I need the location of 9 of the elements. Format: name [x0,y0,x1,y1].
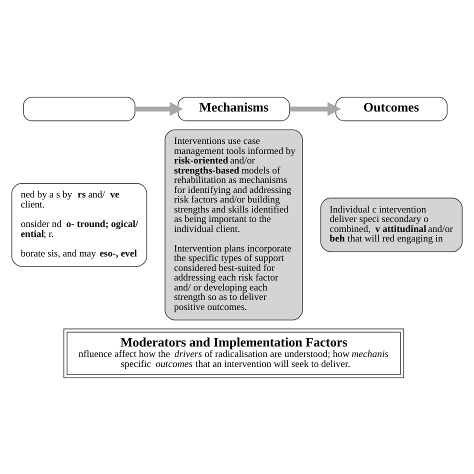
arrow [135,102,184,116]
arrow [290,102,341,116]
node-box: Individual c intervention deliver speci secondary o combined, v attitudinal and/or beh that will red engaging in [320,197,463,252]
node-box: Interventions use case management tools informed by risk-oriented and/or strengths-based models of rehabilitation as mechanisms for identifying and addressing risk factors and/or building strengths and skills identified as being important to the individual client. Intervention plans incorporate the specific types of support considered best-suited for addressing each risk factor and/ or developing each strength so as to deliver positive outcomes. [164,128,303,320]
node-box [23,96,136,121]
node-box: Mechanisms [178,96,290,121]
node-box: Moderators and Implementation Factors nfluence affect how the drivers of radicalisation are understood; how mechanis specific outcomes that an intervention will seek to deliver. [63,328,404,378]
node-box: Outcomes [335,96,448,121]
node-box: ned by a s by rs and/ ve client. onsider nd o- tround; ogical/ ential; r. borate sis, and may eso-, evel [11,182,148,266]
